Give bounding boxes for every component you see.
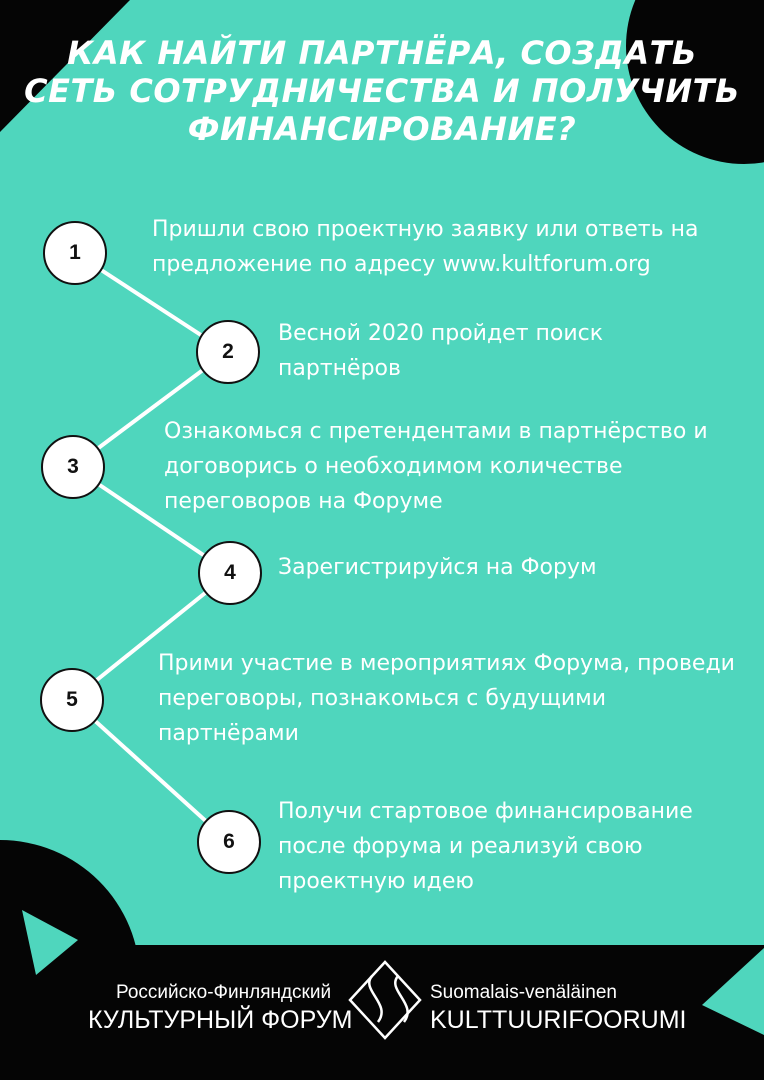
step-6-text: Получи стартовое финансирование после фо…	[278, 799, 693, 894]
top-left-triangle	[0, 0, 130, 132]
step-2-text: Весной 2020 пройдет поиск партнёров	[278, 321, 604, 381]
footer-fi-line2: KULTTUURIFOORUMI	[430, 1006, 687, 1034]
footer-ru-line1: Российско-Финляндский	[116, 982, 332, 1003]
step-4-number: 4	[198, 541, 262, 605]
teal-triangle-right	[702, 948, 764, 1035]
step-1-text: Пришли свою проектную заявку или ответь …	[152, 217, 699, 277]
step-5-number: 5	[40, 668, 104, 732]
step-1-number: 1	[43, 221, 107, 285]
step-4-text: Зарегистрируйся на Форум	[278, 555, 597, 580]
step-2-number: 2	[196, 320, 260, 384]
teal-triangle-left	[22, 910, 78, 975]
footer-ru-line2: КУЛЬТУРНЫЙ ФОРУМ	[88, 1006, 353, 1034]
page-title: КАК НАЙТИ ПАРТНЁРА, СОЗДАТЬ СЕТЬ СОТРУДН…	[24, 34, 740, 148]
step-5-text: Прими участие в мероприятиях Форума, про…	[158, 651, 735, 746]
top-right-circle	[626, 0, 764, 164]
footer-fi-line1: Suomalais-venäläinen	[430, 982, 617, 1003]
step-3-number: 3	[41, 435, 105, 499]
step-3-text: Ознакомься с претендентами в партнёрство…	[164, 419, 708, 514]
step-6-number: 6	[197, 810, 261, 874]
forum-logo-icon	[348, 960, 422, 1040]
